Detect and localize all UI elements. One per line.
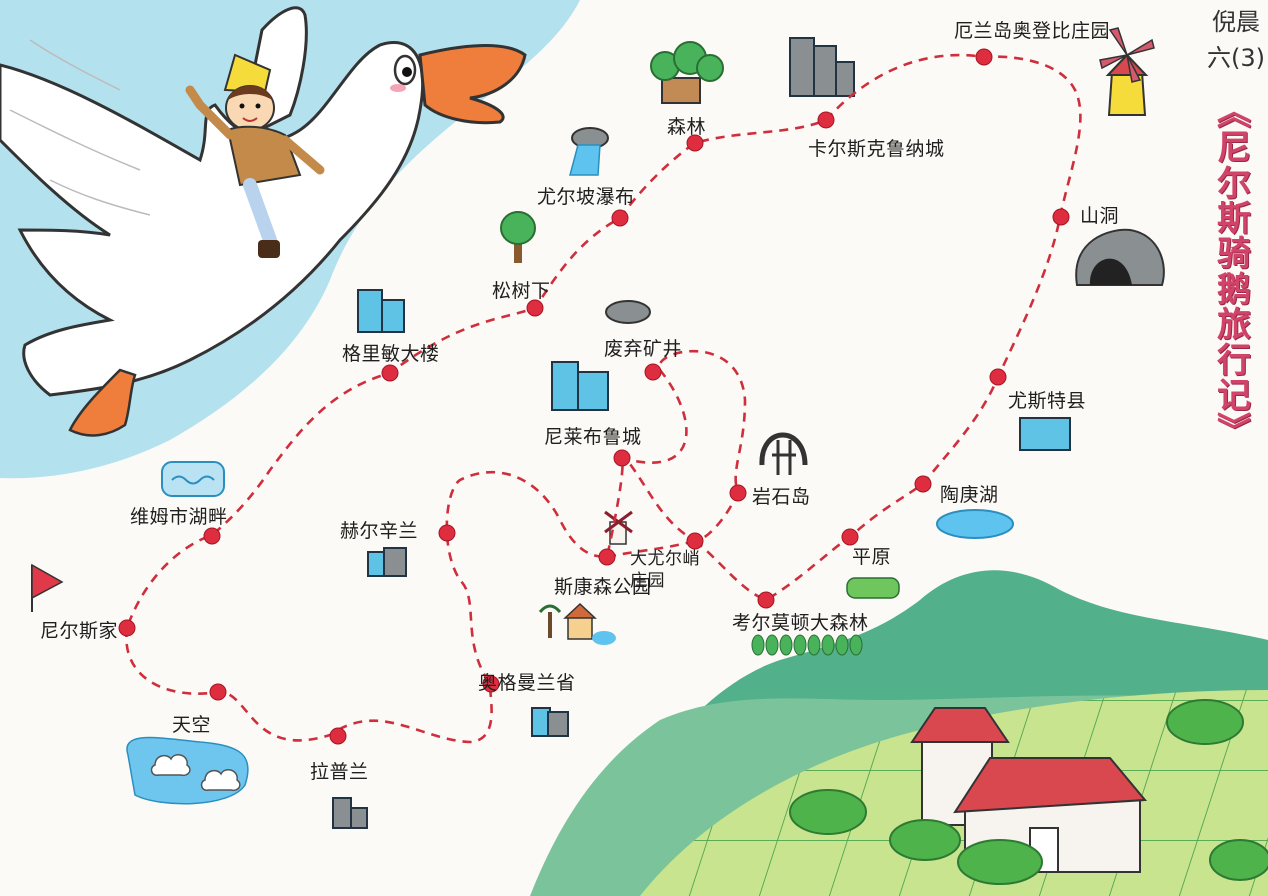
nils-character — [185, 53, 325, 258]
label-nils-home: 尼尔斯家 — [40, 620, 119, 642]
sky-lake-icon — [126, 736, 249, 805]
label-karlskrona: 卡尔斯克鲁纳城 — [808, 138, 945, 160]
taogenghu-lake-icon — [936, 509, 1014, 539]
rock-island-icon — [759, 432, 808, 475]
building-icons — [332, 37, 1071, 829]
label-dayouer: 大尤尔峭庄园 — [630, 549, 700, 592]
bush-icons — [789, 699, 1268, 885]
vimmenhu-lake-icon — [161, 461, 225, 497]
mine-rock-icon — [605, 300, 651, 324]
waterfall-icon — [569, 127, 609, 176]
author-label: 倪晨 六(3) — [1207, 8, 1265, 72]
label-yousite: 尤斯特县 — [1008, 390, 1087, 412]
label-shandong: 山洞 — [1080, 205, 1120, 227]
label-lapulan: 拉普兰 — [310, 761, 369, 783]
label-songshuxia: 松树下 — [492, 280, 551, 302]
label-sikangsen: 斯康森公园 — [554, 576, 652, 598]
tree-icons — [500, 41, 900, 656]
label-yanshidao: 岩石岛 — [752, 486, 811, 508]
label-kaoermoshi: 考尔莫顿大森林 — [732, 612, 869, 634]
park-icon — [538, 602, 616, 645]
cave-icon — [1075, 228, 1165, 286]
small-windmill-icon — [604, 510, 633, 545]
label-gelimin: 格里敏大楼 — [342, 343, 440, 365]
label-hersinglan: 赫尔辛兰 — [340, 520, 419, 542]
label-taogenghu: 陶庚湖 — [940, 484, 999, 506]
map-title-text: ︽尼尔斯骑鹅旅行记︾ — [1217, 93, 1251, 452]
label-aogemanlan: 奥格曼兰省 — [478, 672, 576, 694]
route-stop-markers — [118, 48, 1070, 745]
label-nilaibulu: 尼莱布鲁城 — [544, 426, 642, 448]
label-oland: 厄兰岛奥登比庄园 — [954, 20, 1111, 42]
map-title: ︽尼尔斯骑鹅旅行记︾ — [1206, 93, 1262, 452]
start-flag-icon — [31, 563, 64, 612]
label-senlin: 森林 — [667, 116, 707, 138]
label-pingyuan: 平原 — [852, 546, 892, 568]
windmill-icon — [1099, 27, 1155, 116]
label-feiqikuangjing: 废弃矿井 — [604, 338, 683, 360]
label-vimmenhu: 维姆市湖畔 — [130, 506, 228, 528]
label-youerpo: 尤尔坡瀑布 — [537, 186, 635, 208]
label-tianzhu: 天空 — [172, 714, 212, 736]
